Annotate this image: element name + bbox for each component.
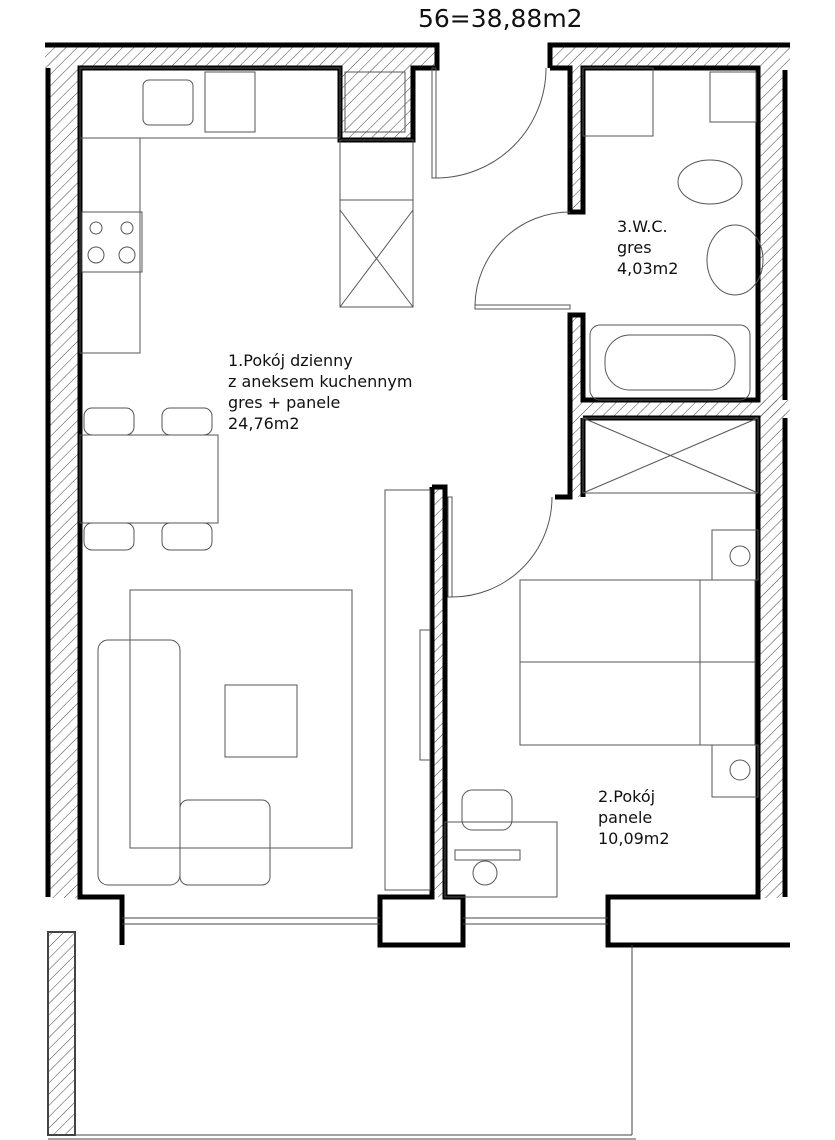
windows xyxy=(122,917,608,925)
chair xyxy=(461,789,513,831)
room-name: 2.Pokój xyxy=(598,787,656,806)
room-area: 4,03m2 xyxy=(617,259,679,278)
room-label-wc: 3.W.C. gres 4,03m2 xyxy=(617,216,678,279)
room-name: 1.Pokój dzienny xyxy=(228,351,353,370)
sofa xyxy=(97,639,181,886)
sink-icon xyxy=(142,79,194,126)
room-area: 24,76m2 xyxy=(228,414,300,433)
room-label-bedroom: 2.Pokój panele 10,09m2 xyxy=(598,786,670,849)
bathtub-icon xyxy=(589,324,751,401)
room-flooring: gres xyxy=(617,238,652,257)
balcony xyxy=(47,931,636,1140)
doors xyxy=(431,67,571,598)
bathroom-fixtures xyxy=(582,67,764,401)
washbasin-icon xyxy=(706,224,764,296)
room-area: 10,09m2 xyxy=(598,829,670,848)
room-name: 3.W.C. xyxy=(617,217,668,236)
apartment-area-title: 56=38,88m2 xyxy=(418,4,583,33)
tv-cabinet xyxy=(384,489,431,891)
room-flooring: gres + panele xyxy=(228,393,341,412)
room-flooring: panele xyxy=(598,808,653,827)
coffee-table xyxy=(224,684,298,758)
rug xyxy=(129,589,353,849)
stove-icon xyxy=(81,211,143,273)
living-furniture xyxy=(79,407,431,891)
dining-table xyxy=(79,434,219,524)
room-subtitle: z aneksem kuchennym xyxy=(228,372,413,391)
room-label-living: 1.Pokój dzienny z aneksem kuchennym gres… xyxy=(228,350,412,434)
bedroom-furniture xyxy=(444,417,759,898)
wardrobe xyxy=(582,417,759,494)
hatched-walls xyxy=(45,45,790,1135)
desk xyxy=(444,821,558,898)
toilet-icon xyxy=(677,159,743,205)
kitchen-units xyxy=(79,67,414,354)
